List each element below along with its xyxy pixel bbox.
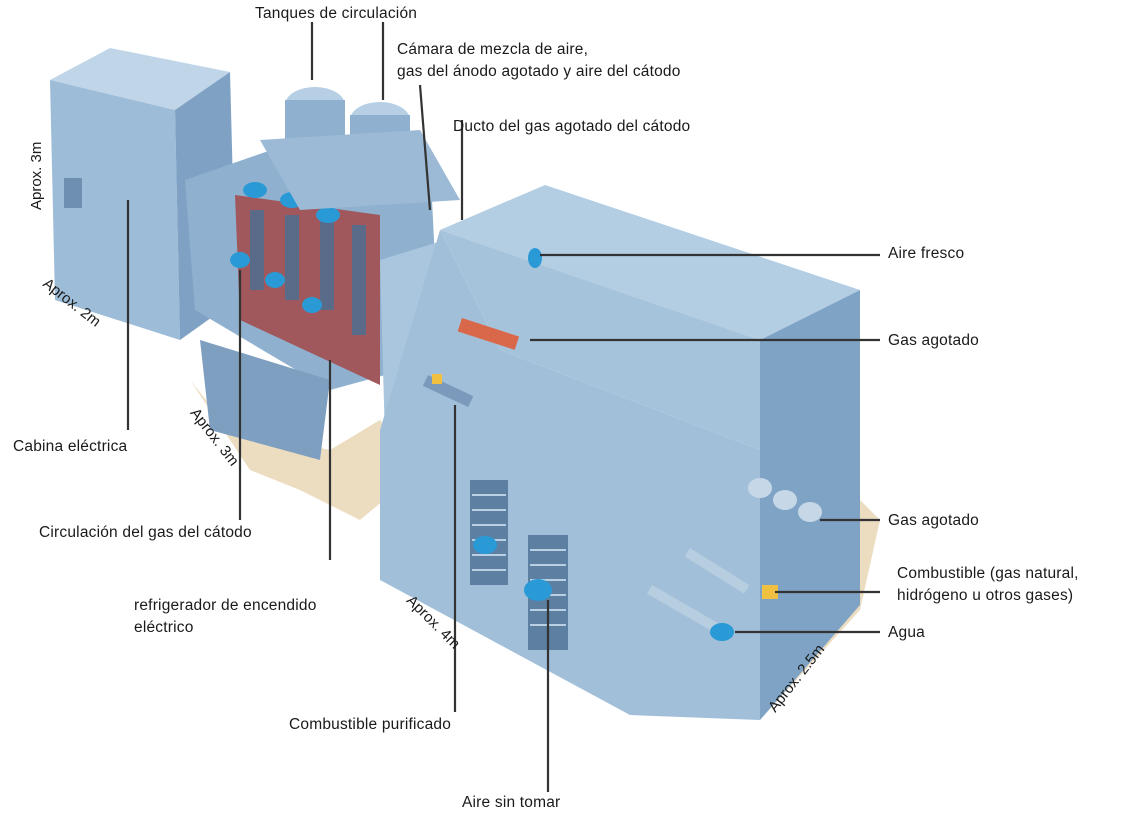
label-gas-agotado-2: Gas agotado: [888, 512, 979, 529]
label-aire-fresco: Aire fresco: [888, 245, 965, 262]
label-tanques-circulacion: Tanques de circulación: [255, 5, 418, 22]
dimension-height-3m: Aprox. 3m: [28, 141, 45, 210]
label-aire-sin-tomar: Aire sin tomar: [462, 794, 561, 811]
label-refrigerador-line1: refrigerador de encendido: [134, 597, 317, 614]
label-combustible-purificado: Combustible purificado: [289, 716, 452, 733]
label-gas-agotado-1: Gas agotado: [888, 332, 979, 349]
label-ducto-gas-catodo: Ducto del gas agotado del cátodo: [453, 118, 691, 135]
leader-lines: [126, 22, 880, 792]
circulation-tanks: [260, 87, 460, 210]
label-cabina-electrica: Cabina eléctrica: [13, 438, 128, 455]
label-camara-mezcla-line2: gas del ánodo agotado y aire del cátodo: [397, 63, 681, 80]
label-combustible-line2: hidrógeno u otros gases): [897, 587, 1074, 604]
label-agua: Agua: [888, 624, 925, 641]
label-combustible-line1: Combustible (gas natural,: [897, 565, 1079, 582]
label-refrigerador-line2: eléctrico: [134, 619, 194, 636]
label-circulacion-gas-catodo: Circulación del gas del cátodo: [39, 524, 252, 541]
label-camara-mezcla-line1: Cámara de mezcla de aire,: [397, 41, 589, 58]
